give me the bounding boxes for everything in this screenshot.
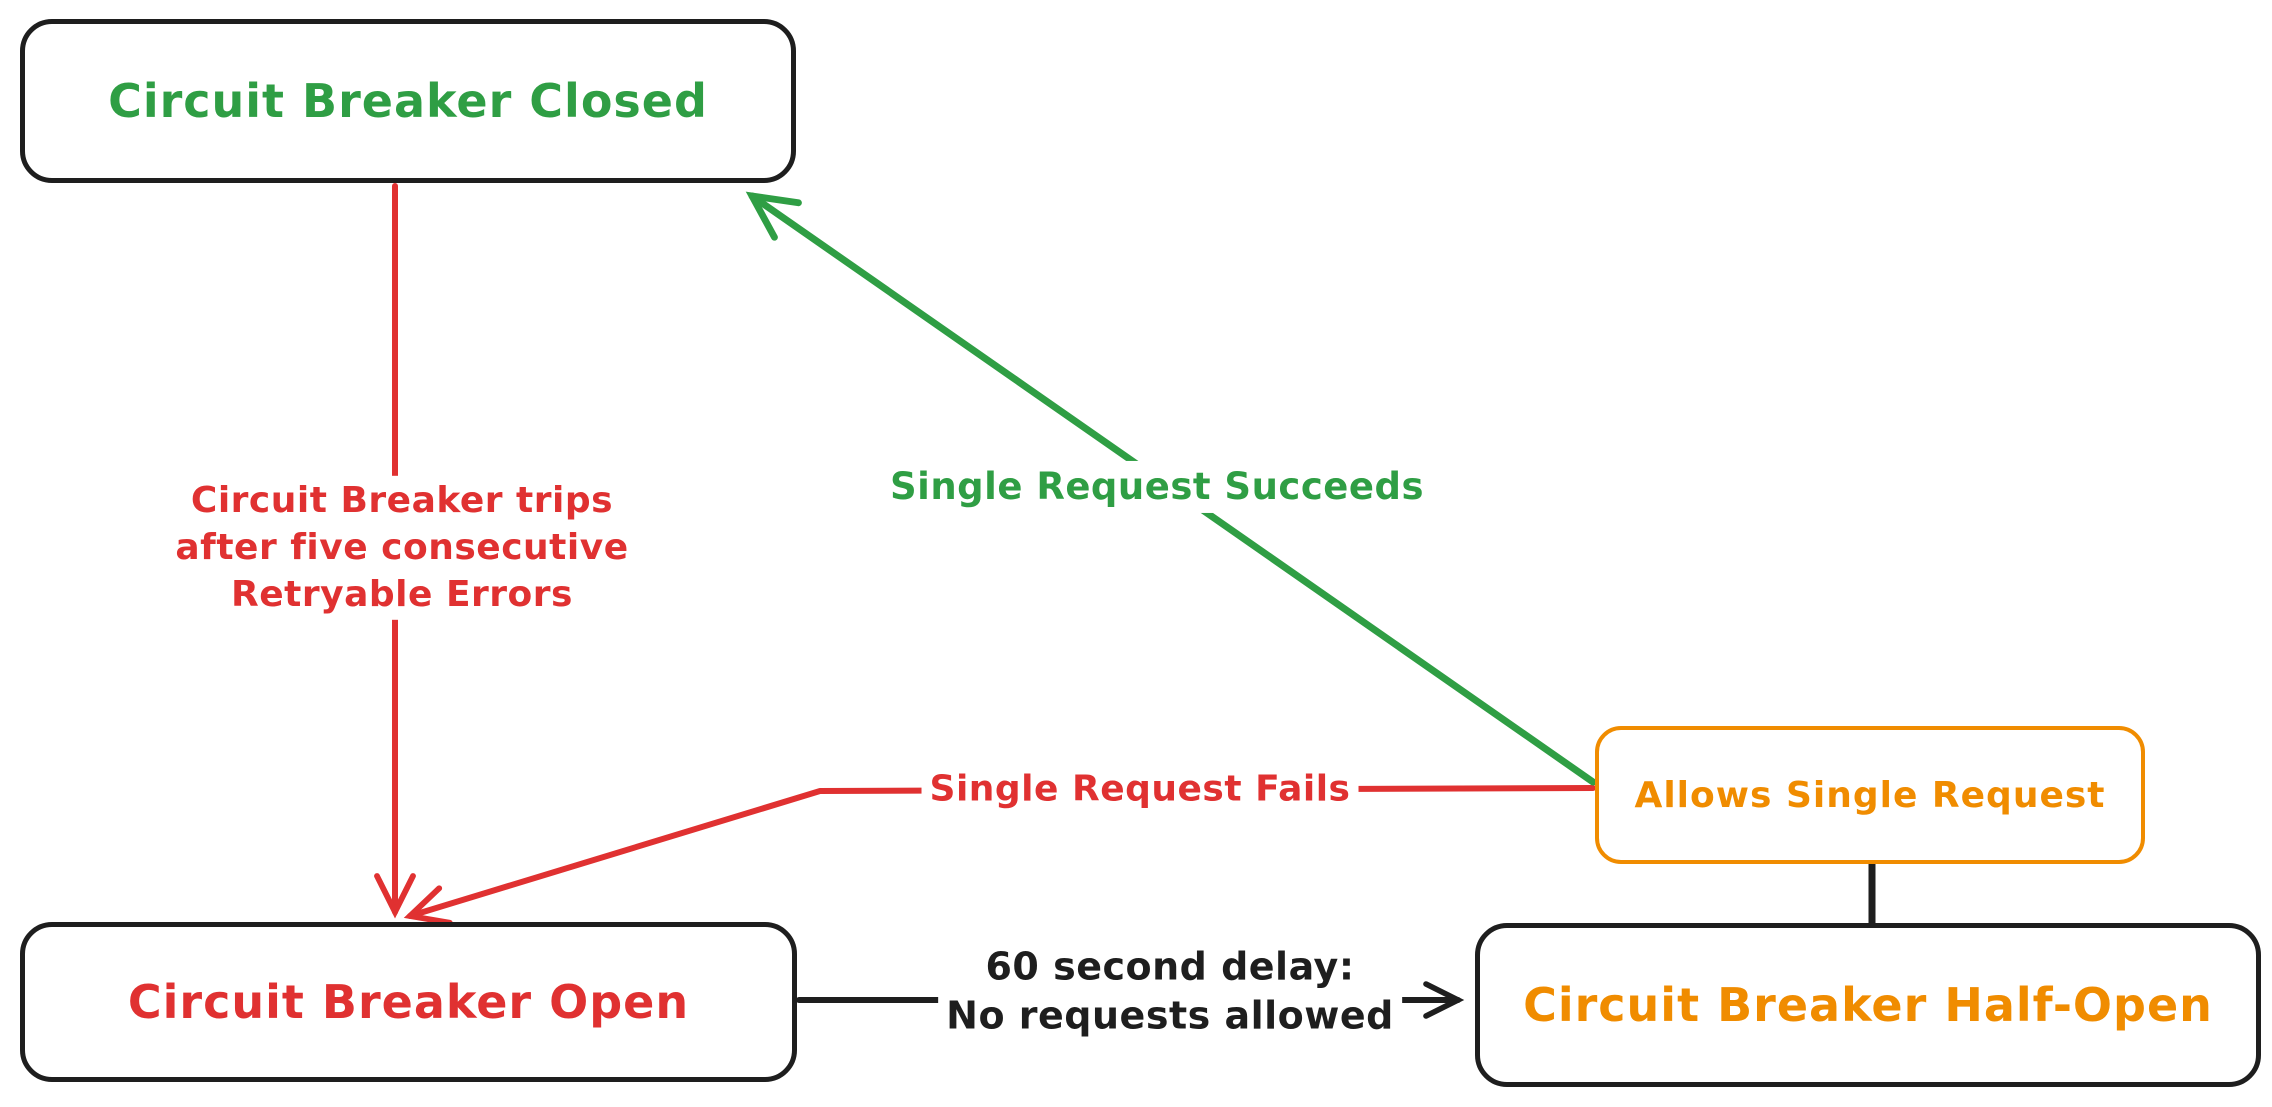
edge-label-delay: 60 second delay: No requests allowed [938, 940, 1402, 1044]
edge-label-trips-line3: Retryable Errors [231, 573, 573, 615]
node-allows-label: Allows Single Request [1634, 774, 2106, 816]
node-closed-label: Circuit Breaker Closed [108, 74, 708, 128]
node-circuit-breaker-open: Circuit Breaker Open [20, 922, 797, 1082]
edge-label-succeeds: Single Request Succeeds [882, 460, 1432, 514]
node-allows-single-request: Allows Single Request [1595, 726, 2145, 864]
edge-label-delay-line2: No requests allowed [946, 994, 1394, 1038]
edge-label-trips: Circuit Breaker trips after five consecu… [167, 475, 637, 621]
edge-label-trips-line2: after five consecutive [175, 526, 629, 568]
node-circuit-breaker-half-open: Circuit Breaker Half-Open [1475, 923, 2261, 1087]
edge-label-trips-line1: Circuit Breaker trips [190, 479, 614, 521]
edge-label-delay-line1: 60 second delay: [985, 944, 1355, 989]
node-halfopen-label: Circuit Breaker Half-Open [1523, 978, 2213, 1032]
node-circuit-breaker-closed: Circuit Breaker Closed [20, 19, 796, 183]
node-open-label: Circuit Breaker Open [127, 975, 690, 1029]
edge-label-fails: Single Request Fails [921, 764, 1359, 816]
